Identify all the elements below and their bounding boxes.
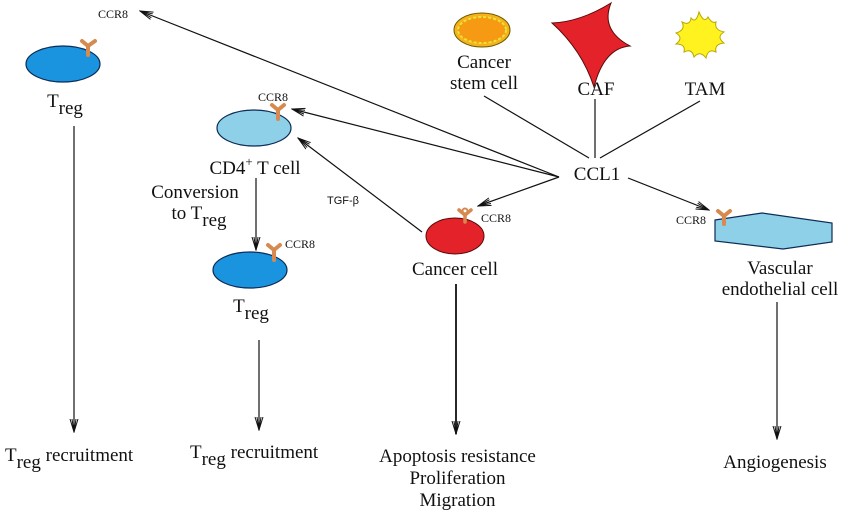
cd4-t-cell-icon <box>216 109 292 147</box>
treg-left-cell-icon <box>25 45 101 83</box>
line-csc-to-ccl1 <box>483 95 590 159</box>
outcome-treg-recruitment-left: Treg recruitment <box>5 445 133 473</box>
ccr8-label: CCR8 <box>98 7 129 21</box>
vascular-endothelial-cell-label: Vascular endothelial cell <box>705 258 850 300</box>
label-main: T <box>190 442 202 463</box>
label-rest: T cell <box>252 158 301 179</box>
cancer-cell-label: Cancer cell <box>412 259 498 280</box>
label-superscript: + <box>245 154 253 169</box>
label-line: Cancer <box>457 52 511 73</box>
treg-mid-label: Treg <box>226 296 276 324</box>
label-line: endothelial cell <box>721 279 839 300</box>
label-subscript: reg <box>16 452 41 473</box>
ccr8-label: CCR8 <box>481 211 512 225</box>
treg-mid-cell-icon <box>212 251 288 289</box>
treg-left-label: Treg <box>40 91 90 119</box>
cancer-cell-icon <box>425 217 485 255</box>
tam-label: TAM <box>684 79 726 100</box>
caf-label: CAF <box>577 79 615 100</box>
label-line: Conversion <box>151 182 239 203</box>
outcome-line: Migration <box>419 490 496 511</box>
cancer-stem-cell-icon <box>453 12 511 48</box>
outcome-line: Proliferation <box>409 468 506 489</box>
arrow-cancer-to-cd4 <box>298 138 423 233</box>
label-subscript: reg <box>202 210 227 231</box>
arrow-ccl1-to-vascular <box>627 177 709 210</box>
label-main: to T <box>171 203 203 224</box>
outcome-line: Apoptosis resistance <box>379 446 536 467</box>
ccr8-receptor-icon <box>266 243 282 262</box>
cancer-stem-cell-label: Cancer stem cell <box>438 52 530 94</box>
label-main: CD4 <box>209 158 246 179</box>
arrow-ccl1-to-treg-left <box>140 11 560 178</box>
conversion-label: Conversion to Treg <box>140 182 250 231</box>
label-subscript: reg <box>58 98 83 119</box>
label-rest: recruitment <box>40 445 134 466</box>
caf-icon <box>550 1 632 89</box>
arrow-ccl1-to-cancer <box>478 176 560 206</box>
ccr8-label: CCR8 <box>676 213 707 227</box>
line-tam-to-ccl1 <box>599 100 701 159</box>
ccr8-receptor-icon <box>716 209 732 226</box>
arrow-ccl1-to-cd4 <box>292 109 560 178</box>
label-rest: recruitment <box>225 442 319 463</box>
label-main: T <box>5 445 17 466</box>
ccl1-hub-label: CCL1 <box>573 164 621 185</box>
outcome-cancer: Apoptosis resistance Proliferation Migra… <box>365 446 550 512</box>
ccr8-receptor-icon <box>80 39 97 57</box>
vascular-endothelial-cell-icon <box>714 212 833 250</box>
outcome-angiogenesis: Angiogenesis <box>723 452 827 473</box>
label-subscript: reg <box>244 303 269 324</box>
ccr8-receptor-icon <box>457 207 473 224</box>
outcome-treg-recruitment-mid: Treg recruitment <box>190 442 318 470</box>
label-line: Vascular <box>747 258 813 279</box>
ccr8-label: CCR8 <box>258 90 289 104</box>
label-main: T <box>233 296 245 317</box>
ccr8-label: CCR8 <box>285 237 316 251</box>
tam-icon <box>674 10 726 60</box>
label-line: stem cell <box>449 73 519 94</box>
tgf-beta-label: TGF-β <box>327 195 359 207</box>
cd4-t-cell-label: CD4+ T cell <box>195 151 315 179</box>
label-subscript: reg <box>201 449 226 470</box>
ccr8-receptor-icon <box>270 103 286 121</box>
label-main: T <box>47 91 59 112</box>
